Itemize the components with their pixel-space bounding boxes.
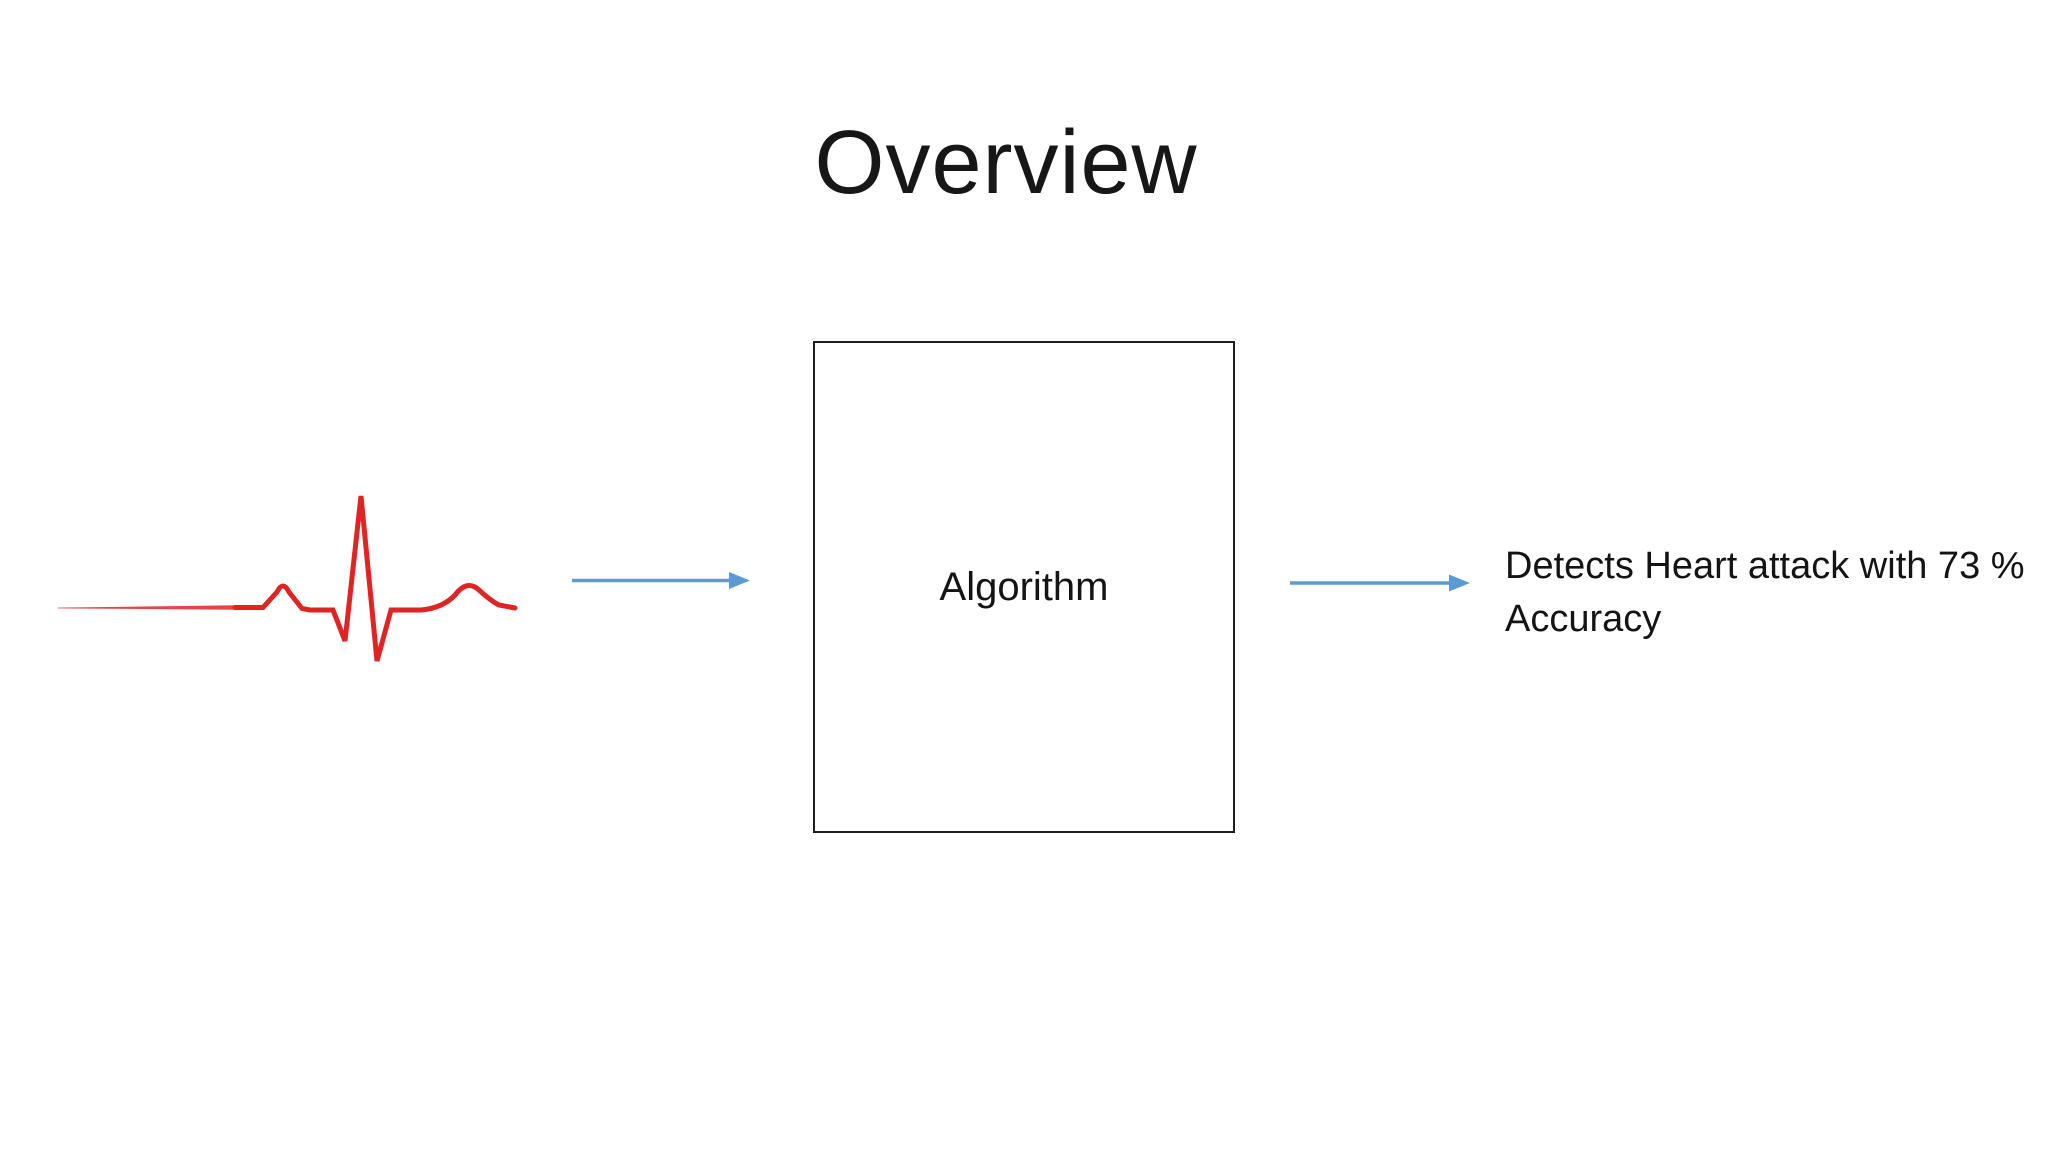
arrow-head-icon [729, 572, 750, 589]
algorithm-box: Algorithm [813, 341, 1235, 833]
arrow-input-to-algorithm [572, 572, 750, 589]
ecg-heartbeat-icon [58, 495, 518, 662]
arrow-head-icon [1449, 574, 1470, 592]
arrow-algorithm-to-output [1290, 574, 1470, 592]
output-text-line1: Detects Heart attack with 73 % [1505, 545, 2025, 587]
ecg-tail-shape [58, 605, 236, 610]
algorithm-box-label: Algorithm [939, 564, 1109, 609]
page-title: Overview [814, 113, 1198, 213]
output-text: Detects Heart attack with 73 % Accuracy [1505, 540, 2035, 646]
ecg-waveform-path [232, 495, 518, 662]
output-text-line2: Accuracy [1505, 598, 1662, 640]
